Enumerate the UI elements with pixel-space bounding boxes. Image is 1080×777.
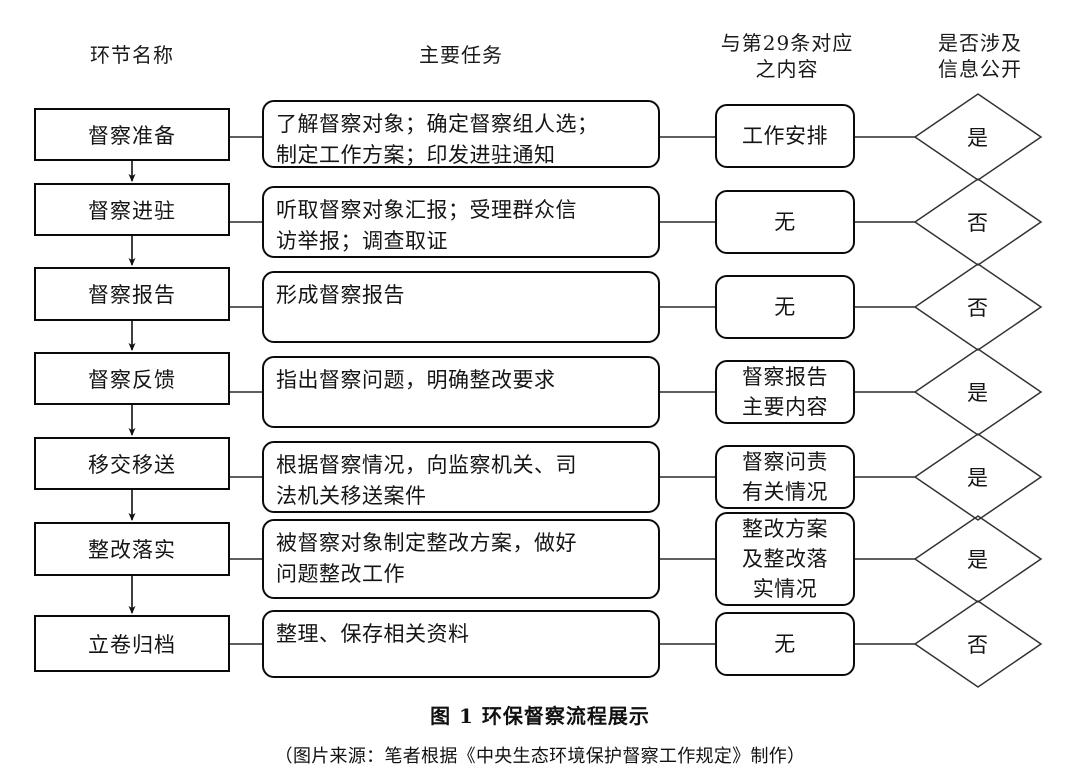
article29-label: 无 <box>774 295 796 319</box>
task-box: 形成督察报告 <box>262 271 660 343</box>
disclosure-label: 是 <box>967 381 989 405</box>
decision-diamond <box>913 515 1043 603</box>
decision-diamond <box>913 93 1043 181</box>
column-header-article29: 与第29条对应 之内容 <box>720 31 854 81</box>
task-box: 了解督察对象；确定督察组人选； 制定工作方案；印发进驻通知 <box>262 100 660 168</box>
article29-box: 无 <box>715 612 855 676</box>
stage-label: 督察进驻 <box>88 198 176 223</box>
decision-diamond <box>913 178 1043 266</box>
article29-label: 整改方案 及整改落 实情况 <box>742 517 828 601</box>
article29-label: 无 <box>774 210 796 234</box>
task-label: 了解督察对象；确定督察组人选； 制定工作方案；印发进驻通知 <box>276 112 599 167</box>
article29-box: 工作安排 <box>715 104 855 168</box>
stage-box: 移交移送 <box>34 437 230 490</box>
decision-diamond <box>913 600 1043 688</box>
article29-label: 督察报告 主要内容 <box>742 365 828 419</box>
task-box: 整理、保存相关资料 <box>262 610 660 678</box>
decision-diamonds <box>913 93 1043 688</box>
stage-box: 督察进驻 <box>34 183 230 236</box>
disclosure-label: 是 <box>967 548 989 572</box>
stage-label: 督察准备 <box>88 123 176 148</box>
decision-diamond <box>913 433 1043 521</box>
disclosure-label: 否 <box>967 211 989 235</box>
task-box: 根据督察情况，向监察机关、司 法机关移送案件 <box>262 441 660 513</box>
figure-title: 图 1 环保督察流程展示 <box>430 704 650 728</box>
column-header-task: 主要任务 <box>419 43 503 67</box>
decision-diamond <box>913 348 1043 436</box>
task-label: 指出督察问题，明确整改要求 <box>276 368 556 392</box>
article29-label: 无 <box>774 632 796 656</box>
article29-label: 工作安排 <box>742 124 828 148</box>
column-header-stage: 环节名称 <box>90 43 174 67</box>
connectors <box>230 136 915 645</box>
stage-box: 督察反馈 <box>34 352 230 405</box>
task-label: 形成督察报告 <box>276 283 405 307</box>
stage-label: 整改落实 <box>88 538 176 562</box>
disclosure-label: 否 <box>967 296 989 320</box>
stage-label: 立卷归档 <box>88 632 176 657</box>
task-label: 被督察对象制定整改方案，做好 问题整改工作 <box>276 531 577 586</box>
stage-label: 移交移送 <box>88 452 176 477</box>
stage-box: 督察准备 <box>34 108 230 161</box>
article29-box: 无 <box>715 190 855 254</box>
decision-diamond <box>913 263 1043 351</box>
stage-label: 督察报告 <box>88 283 176 307</box>
stage-label: 督察反馈 <box>88 367 176 392</box>
article29-label: 督察问责 有关情况 <box>742 450 828 504</box>
task-box: 被督察对象制定整改方案，做好 问题整改工作 <box>262 519 660 599</box>
task-box: 听取督察对象汇报；受理群众信 访举报；调查取证 <box>262 186 660 258</box>
task-label: 整理、保存相关资料 <box>276 622 470 646</box>
stage-box: 立卷归档 <box>34 615 230 672</box>
disclosure-label: 是 <box>967 466 989 490</box>
stage-box: 整改落实 <box>34 522 230 576</box>
disclosure-label: 否 <box>967 633 989 657</box>
article29-box: 无 <box>715 275 855 339</box>
column-header-disclosure: 是否涉及 信息公开 <box>938 31 1022 81</box>
disclosure-label: 是 <box>967 126 989 150</box>
task-box: 指出督察问题，明确整改要求 <box>262 356 660 428</box>
article29-box: 督察问责 有关情况 <box>715 445 855 509</box>
article29-box: 整改方案 及整改落 实情况 <box>715 512 855 606</box>
stage-box: 督察报告 <box>34 267 230 321</box>
task-label: 听取督察对象汇报；受理群众信 访举报；调查取证 <box>276 198 577 253</box>
figure-source-note: （图片来源：笔者根据《中央生态环境保护督察工作规定》制作） <box>274 746 806 767</box>
task-label: 根据督察情况，向监察机关、司 法机关移送案件 <box>276 453 577 508</box>
article29-box: 督察报告 主要内容 <box>715 360 855 424</box>
